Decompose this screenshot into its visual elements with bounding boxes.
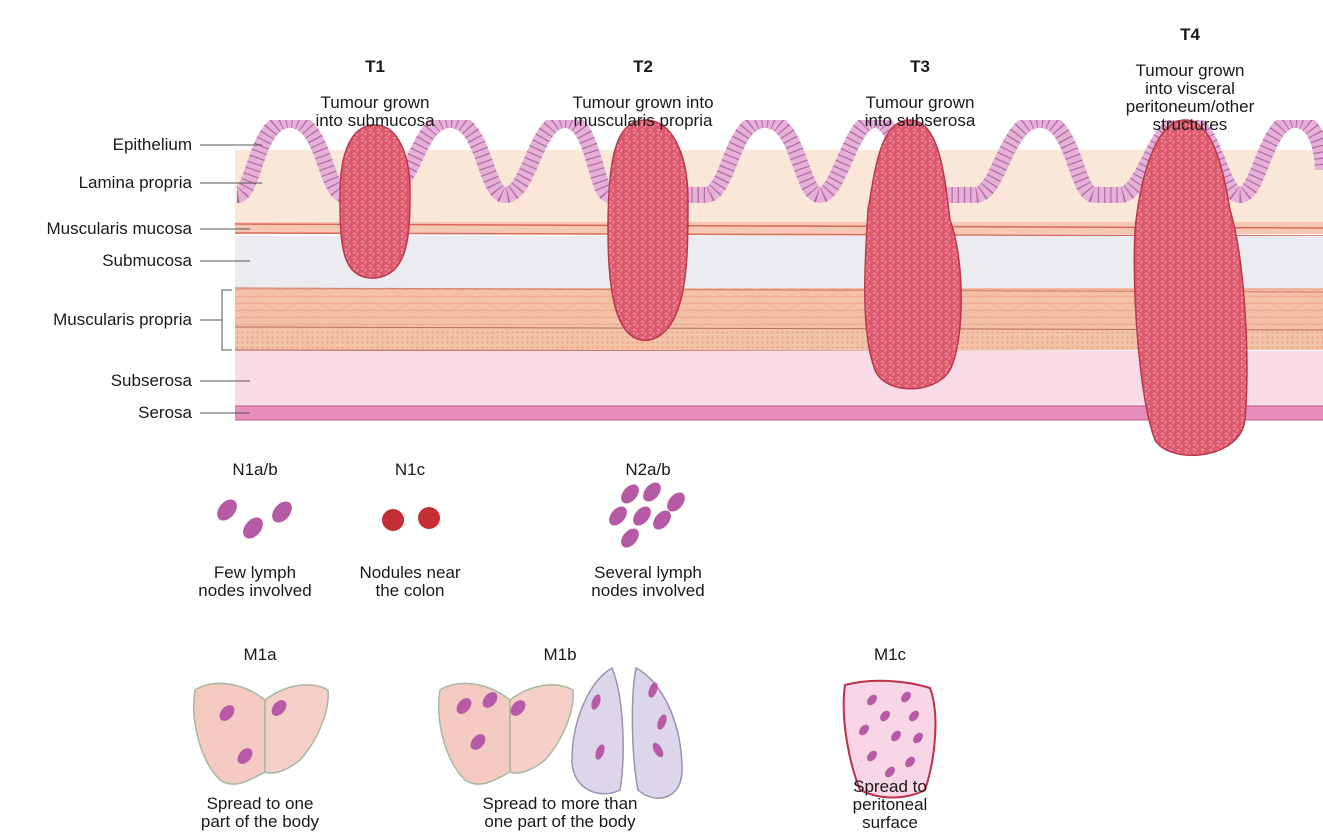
tumour-t2	[608, 120, 688, 340]
label-epithelium: Epithelium	[113, 136, 192, 154]
m1c-code: M1c	[830, 646, 950, 664]
n1c-code: N1c	[350, 461, 470, 479]
t2-code: T2	[548, 58, 738, 76]
m1a-code: M1a	[200, 646, 320, 664]
m1a-liver-icon	[194, 683, 328, 784]
n1ab-desc: Few lymph nodes involved	[185, 564, 325, 600]
t3-caption: T3 Tumour grown into subserosa	[835, 40, 1005, 148]
m1c-desc: Spread to peritoneal surface	[820, 778, 960, 832]
t4-caption: T4 Tumour grown into visceral peritoneum…	[1105, 8, 1275, 152]
t2-desc: Tumour grown into muscularis propria	[548, 94, 738, 130]
m1b-liver-lungs-icon	[439, 668, 682, 798]
label-muscularis-mucosa: Muscularis mucosa	[47, 220, 193, 238]
m1a-desc: Spread to one part of the body	[170, 795, 350, 831]
t1-caption: T1 Tumour grown into submucosa	[290, 40, 460, 148]
n1c-nodule-icon	[382, 507, 440, 531]
n2ab-lymph-icon	[606, 479, 689, 551]
t1-code: T1	[290, 58, 460, 76]
t3-desc: Tumour grown into subserosa	[835, 94, 1005, 130]
t3-code: T3	[835, 58, 1005, 76]
m1b-desc: Spread to more than one part of the body	[455, 795, 665, 831]
label-serosa: Serosa	[138, 404, 192, 422]
n1c-desc: Nodules near the colon	[340, 564, 480, 600]
n1ab-code: N1a/b	[195, 461, 315, 479]
t1-desc: Tumour grown into submucosa	[290, 94, 460, 130]
label-submucosa: Submucosa	[102, 252, 192, 270]
label-lamina-propria: Lamina propria	[79, 174, 192, 192]
label-subserosa: Subserosa	[111, 372, 192, 390]
n1ab-lymph-icon	[213, 496, 296, 543]
n2ab-desc: Several lymph nodes involved	[568, 564, 728, 600]
t4-code: T4	[1105, 26, 1275, 44]
m1b-code: M1b	[500, 646, 620, 664]
t4-desc: Tumour grown into visceral peritoneum/ot…	[1105, 62, 1275, 134]
t2-caption: T2 Tumour grown into muscularis propria	[548, 40, 738, 148]
label-muscularis-propria: Muscularis propria	[53, 311, 192, 329]
n2ab-code: N2a/b	[588, 461, 708, 479]
